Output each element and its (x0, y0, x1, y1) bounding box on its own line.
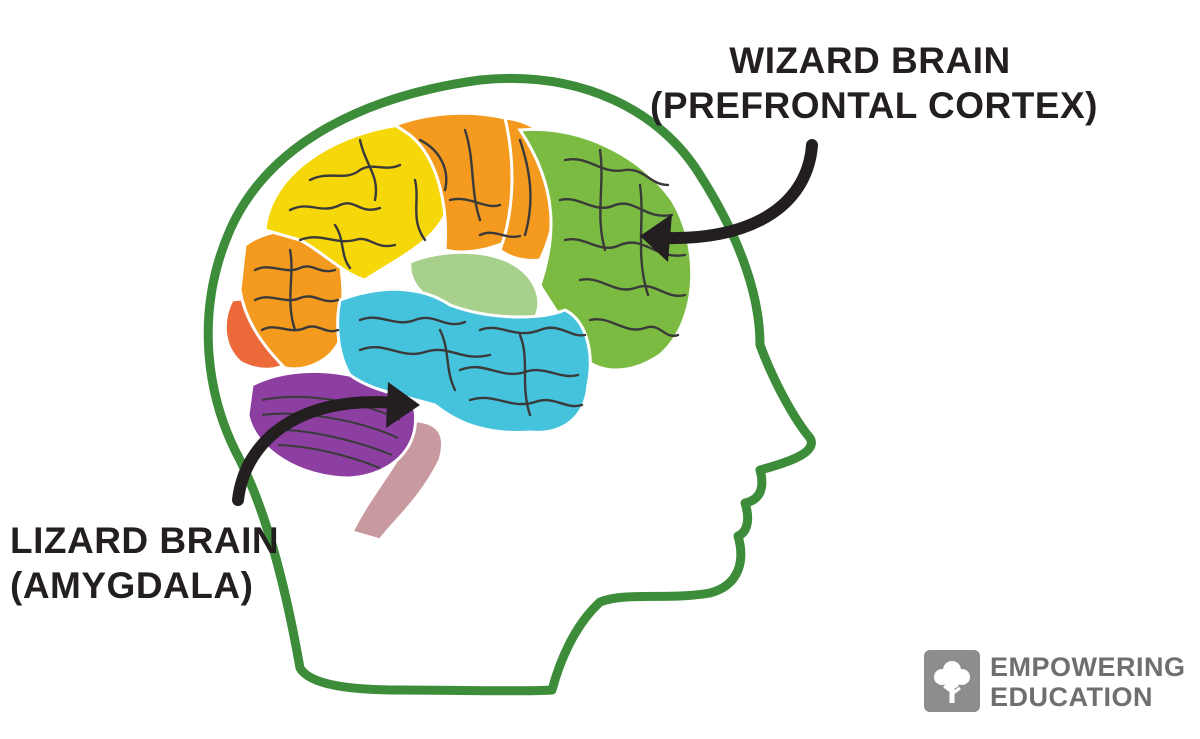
wizard-brain-title: WIZARD BRAIN (729, 40, 1011, 81)
lizard-brain-subtitle: (AMYGDALA) (10, 565, 254, 607)
logo-wordmark: EMPOWERING EDUCATION (990, 652, 1186, 712)
tree-icon (924, 650, 980, 712)
wizard-brain-subtitle: (PREFRONTAL CORTEX) (650, 85, 1099, 127)
wizard-arrow (640, 139, 818, 262)
lizard-brain-label: LIZARD BRAIN (AMYGDALA) (10, 518, 300, 608)
logo-line-2: EDUCATION (990, 682, 1153, 712)
lizard-arrow (232, 382, 420, 506)
logo-line-1: EMPOWERING (990, 652, 1186, 682)
brain-folds (253, 128, 687, 417)
brainstem (349, 418, 445, 542)
lizard-brain-title: LIZARD BRAIN (10, 520, 280, 561)
wizard-brain-label: WIZARD BRAIN (PREFRONTAL CORTEX) (650, 38, 1099, 128)
head-outline (203, 74, 816, 696)
empowering-education-logo: EMPOWERING EDUCATION (924, 650, 1186, 716)
